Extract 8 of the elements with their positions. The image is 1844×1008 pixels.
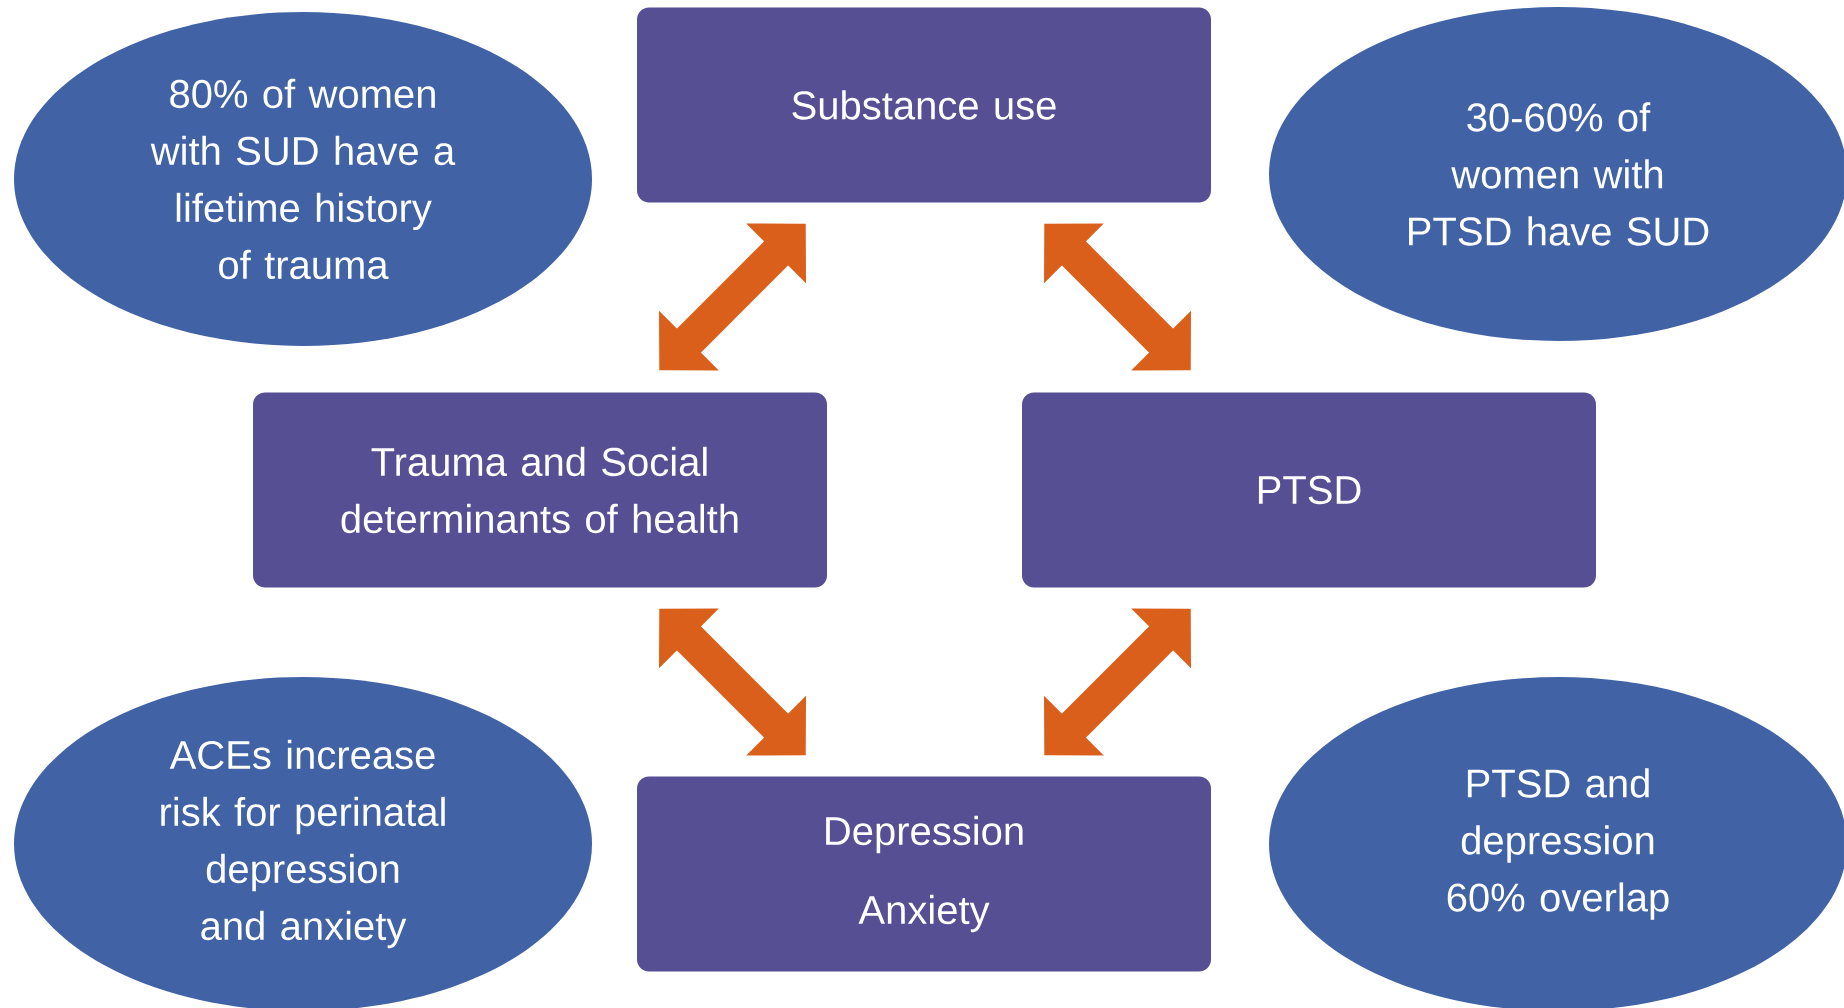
- process-box: Trauma and Social determinants of health: [253, 392, 827, 588]
- double-arrow: [659, 223, 806, 371]
- double-arrow: [1044, 223, 1191, 371]
- process-box: PTSD: [1022, 392, 1596, 588]
- process-box: Substance use: [637, 7, 1211, 203]
- double-arrow: [1044, 608, 1191, 756]
- double-arrow: [659, 608, 806, 756]
- process-box: Depression Anxiety: [637, 776, 1211, 972]
